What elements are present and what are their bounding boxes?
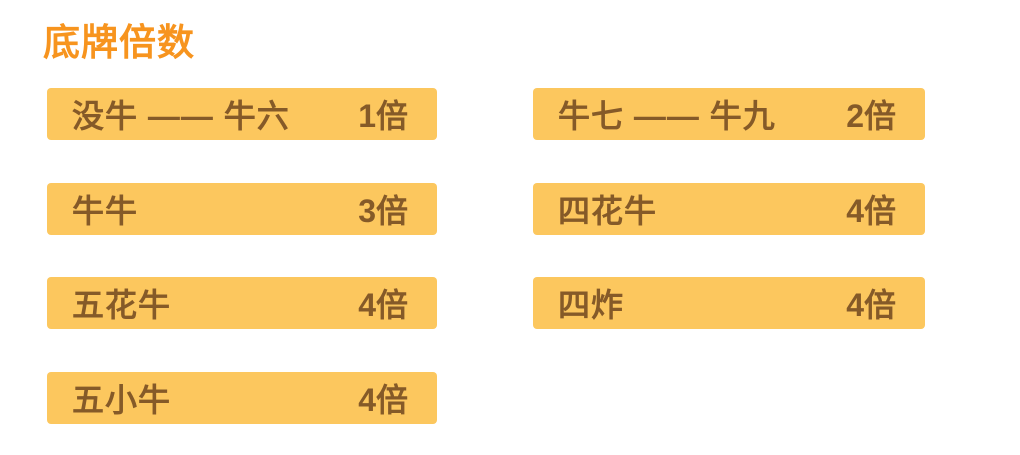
hand-type-label: 四炸 <box>558 287 625 323</box>
hand-type-label: 五小牛 <box>72 381 172 418</box>
payout-row: 牛牛 3倍 <box>47 182 437 235</box>
payout-row: 五小牛 4倍 <box>47 371 437 424</box>
payout-row: 没牛 —— 牛六 1倍 <box>47 88 437 140</box>
multiplier-value: 1倍 <box>358 98 408 134</box>
hand-type-label: 五花牛 <box>72 287 172 323</box>
payout-column-left: 没牛 —— 牛六 1倍 牛牛 3倍 五花牛 4倍 五小牛 4倍 <box>47 88 437 455</box>
payout-column-right: 牛七 —— 牛九 2倍 四花牛 4倍 四炸 4倍 <box>533 88 925 372</box>
payout-row: 五花牛 4倍 <box>47 277 437 329</box>
multiplier-value: 4倍 <box>846 287 896 323</box>
multiplier-value: 4倍 <box>358 381 408 418</box>
page-title: 底牌倍数 <box>43 22 195 63</box>
hand-type-label: 牛牛 <box>72 192 139 229</box>
hand-type-label: 牛七 —— 牛九 <box>558 98 776 134</box>
multiplier-value: 4倍 <box>358 287 408 323</box>
payout-row: 牛七 —— 牛九 2倍 <box>533 88 925 140</box>
multiplier-value: 4倍 <box>846 192 896 229</box>
payout-row: 四花牛 4倍 <box>533 182 925 235</box>
hand-type-label: 四花牛 <box>558 192 658 229</box>
payout-row: 四炸 4倍 <box>533 277 925 329</box>
multiplier-value: 3倍 <box>358 192 408 229</box>
multiplier-value: 2倍 <box>846 98 896 134</box>
hand-type-label: 没牛 —— 牛六 <box>72 98 290 134</box>
